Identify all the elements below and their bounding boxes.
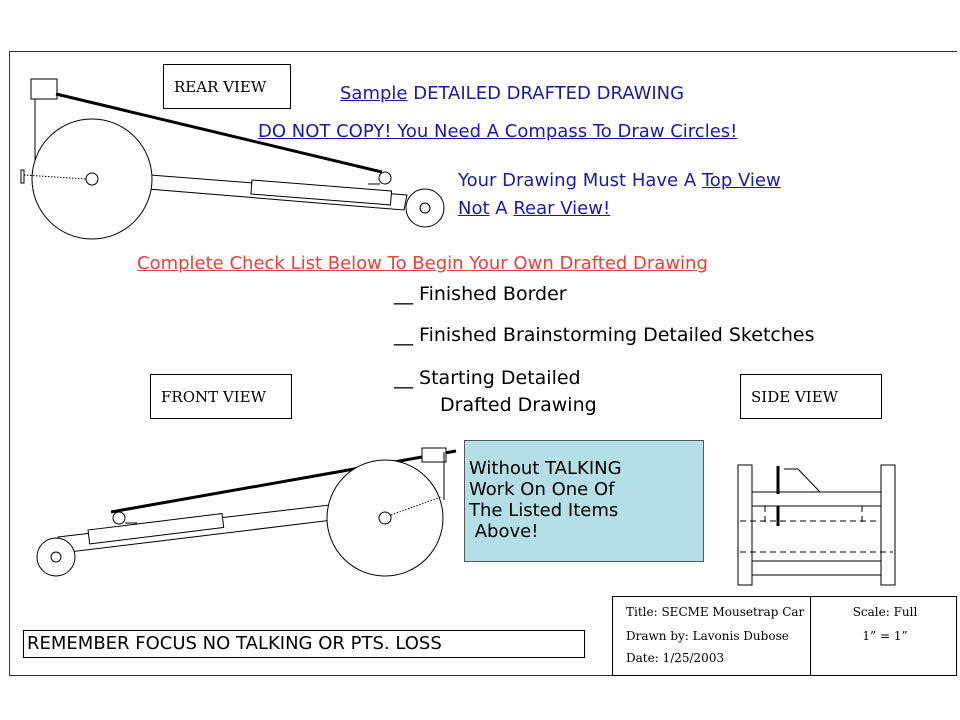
checklist-item-starting: __ Starting Detailed bbox=[394, 367, 581, 389]
lever-tip-block bbox=[30, 78, 58, 100]
top-view-requirement-line2: Not A Rear View! bbox=[458, 198, 610, 219]
note-line-3: The Listed Items bbox=[469, 500, 619, 521]
front-view-label: FRONT VIEW bbox=[150, 374, 292, 419]
note-line-1: Without TALKING bbox=[469, 458, 622, 479]
title-block-ratio: 1” = 1” bbox=[862, 629, 908, 643]
bottom-rail-side bbox=[751, 560, 882, 576]
checklist-heading: Complete Check List Below To Begin Your … bbox=[137, 253, 708, 274]
side-view-car bbox=[737, 464, 896, 586]
title-block-scale-cell: Scale: Full 1” = 1” bbox=[810, 597, 959, 675]
front-view-car bbox=[36, 447, 457, 577]
title-block-drawn-by: Drawn by: Lavonis Dubose bbox=[626, 629, 789, 643]
checklist-item-sketches: __ Finished Brainstorming Detailed Sketc… bbox=[394, 324, 815, 346]
note-line-2: Work On One Of bbox=[469, 479, 615, 500]
front-axle bbox=[419, 202, 431, 214]
do-not-copy-heading: DO NOT COPY! You Need A Compass To Draw … bbox=[258, 121, 738, 142]
top-rail-side bbox=[751, 491, 882, 507]
title-block-title: Title: SECME Mousetrap Car bbox=[626, 605, 805, 619]
drive-axle bbox=[378, 511, 392, 525]
lever-tip-block-front bbox=[421, 447, 447, 463]
trap-pivot bbox=[378, 171, 392, 185]
rear-axle bbox=[85, 172, 99, 186]
rear-wheel bbox=[31, 118, 153, 240]
front-wheel bbox=[405, 188, 445, 228]
requirement-part1: Your Drawing Must Have A bbox=[458, 170, 702, 191]
side-view-label: SIDE VIEW bbox=[740, 374, 882, 419]
talking-note-box: Without TALKING Work On One Of The Liste… bbox=[464, 440, 704, 562]
small-axle bbox=[50, 551, 62, 563]
rear-view-label: REAR VIEW bbox=[163, 64, 291, 109]
checklist-item-drafted: Drafted Drawing bbox=[440, 394, 597, 416]
drive-wheel bbox=[326, 459, 444, 577]
checklist-item-border: __ Finished Border bbox=[394, 283, 567, 305]
sample-word: Sample bbox=[340, 83, 408, 104]
rear-string bbox=[23, 174, 87, 180]
spring-block-front bbox=[87, 512, 225, 545]
requirement-rear-view: Rear View! bbox=[513, 198, 611, 219]
title-block-scale: Scale: Full bbox=[852, 605, 918, 619]
top-view-requirement-line1: Your Drawing Must Have A Top View bbox=[458, 170, 781, 191]
requirement-top-view: Top View bbox=[701, 170, 781, 191]
rear-view-car bbox=[20, 78, 445, 240]
string-hook bbox=[20, 169, 25, 184]
sample-heading: Sample DETAILED DRAFTED DRAWING bbox=[340, 83, 684, 104]
rear-arm-line bbox=[55, 92, 383, 174]
trap-pivot-front bbox=[112, 511, 126, 525]
sample-rest: DETAILED DRAFTED DRAWING bbox=[407, 83, 685, 104]
left-wheel-side bbox=[737, 464, 753, 586]
spring-block bbox=[250, 179, 393, 206]
title-block: Title: SECME Mousetrap Car Drawn by: Lav… bbox=[612, 596, 957, 676]
remember-banner: REMEMBER FOCUS NO TALKING OR PTS. LOSS bbox=[23, 630, 585, 658]
right-wheel-side bbox=[880, 464, 896, 586]
small-wheel bbox=[36, 537, 76, 577]
requirement-part2: A bbox=[489, 198, 514, 219]
drawing-border bbox=[9, 51, 957, 676]
note-line-4: Above! bbox=[469, 521, 539, 542]
requirement-not: Not bbox=[458, 198, 490, 219]
title-block-date: Date: 1/25/2003 bbox=[626, 651, 725, 665]
